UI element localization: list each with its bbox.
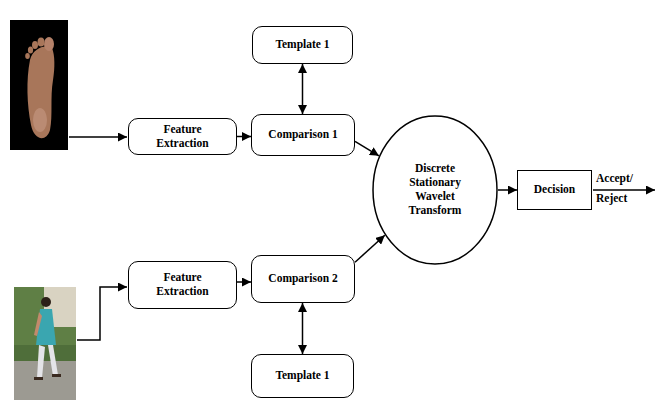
decision-box: Decision [517,170,592,210]
connector-arrow [237,136,251,138]
foot-photo [10,20,68,150]
node-label: Template 1 [275,38,329,52]
connector-arrow [237,281,251,283]
node-label: Feature Extraction [147,271,219,299]
input-arrow [69,136,127,138]
node-label: Decision [534,183,576,197]
ellipse-shape [373,116,497,264]
text-holder: Template 1 [275,38,329,52]
connector-arrow [498,189,517,191]
text-holder: Feature Extraction [147,123,219,151]
output-label: Accept/ Reject [596,168,654,208]
node-label: Template 1 [275,369,329,383]
node-label: Discrete Stationary Wavelet Transform [395,162,475,217]
text-holder: Comparison 2 [268,272,337,286]
gait-photo [14,287,76,400]
output-arrow [593,189,655,191]
input-arrow [77,287,127,340]
process-box: Comparison 1 [251,114,355,156]
connector-arrow [302,303,304,354]
fusion-ellipse: Discrete Stationary Wavelet Transform [372,115,498,265]
node-label: Feature Extraction [147,123,219,151]
text-holder: Feature Extraction [147,271,219,299]
process-box: Comparison 2 [251,255,355,303]
node-label: Comparison 1 [268,128,337,142]
process-box: Feature Extraction [128,261,237,309]
process-box: Feature Extraction [128,118,237,156]
template-box: Template 1 [251,354,354,398]
template-box: Template 1 [252,26,353,64]
text-holder: Discrete Stationary Wavelet Transform [395,162,475,217]
node-label: Comparison 2 [268,272,337,286]
connector-arrow [355,141,379,156]
text-holder: Template 1 [275,369,329,383]
text-holder: Decision [534,183,576,197]
text-holder: Comparison 1 [268,128,337,142]
connector-arrow [302,64,304,114]
connector-arrow [355,235,385,262]
